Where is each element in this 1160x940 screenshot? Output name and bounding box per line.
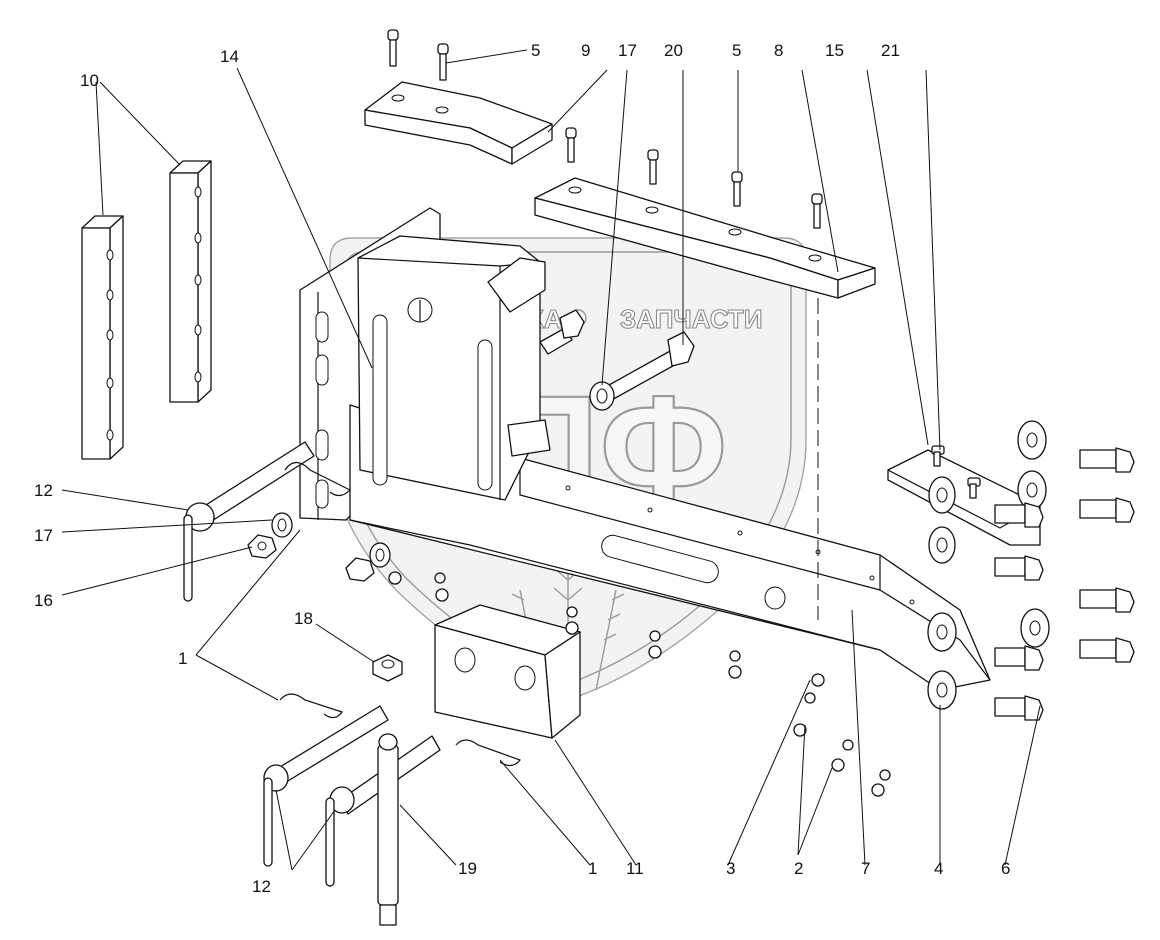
- callout-5: 5: [732, 41, 741, 60]
- callout-16: 16: [34, 591, 53, 610]
- watermark-text-right: ЗАПЧАСТИ: [620, 304, 763, 334]
- callout-14: 14: [220, 47, 239, 66]
- callout-1: 1: [178, 649, 187, 668]
- callout-2: 2: [794, 859, 803, 878]
- callout-4: 4: [934, 859, 943, 878]
- callout-labels: 10 14 5 9 17 20 5 8 15 21 12 17 16 1 18 …: [34, 41, 1010, 896]
- callout-6: 6: [1001, 859, 1010, 878]
- part-10-spacer-plates: [81, 160, 212, 460]
- part-11-block: [434, 604, 581, 739]
- part-4-washers: [927, 420, 1050, 710]
- part-1-spring-clips: [279, 461, 521, 767]
- callout-12: 12: [252, 877, 271, 896]
- callout-17: 17: [618, 41, 637, 60]
- part-16-nut: [247, 512, 391, 582]
- part-9-top-pad: [364, 81, 553, 165]
- leader-lines: [61, 49, 1041, 871]
- callout-8: 8: [774, 41, 783, 60]
- callout-18: 18: [294, 609, 313, 628]
- callout-17: 17: [34, 526, 53, 545]
- part-8-long-pad: [534, 177, 876, 299]
- callout-1: 1: [588, 859, 597, 878]
- callout-11: 11: [626, 859, 644, 878]
- callout-7: 7: [861, 859, 870, 878]
- callout-9: 9: [581, 41, 590, 60]
- callout-10: 10: [80, 71, 99, 90]
- part-20-long-bolt: [539, 309, 695, 411]
- part-15-bracket: [887, 445, 1041, 546]
- part-2-3-small-nuts: [388, 571, 891, 797]
- callout-5: 5: [531, 41, 540, 60]
- part-14-slotted-bracket: [357, 235, 551, 501]
- part-19-t-pin: [377, 733, 399, 926]
- callout-21: 21: [881, 41, 900, 60]
- callout-15: 15: [825, 41, 844, 60]
- callout-20: 20: [664, 41, 683, 60]
- part-6-bolts: [994, 447, 1135, 721]
- part-5-cap-screws: [387, 29, 823, 229]
- part-18-hex-nut: [372, 654, 403, 682]
- callout-19: 19: [458, 859, 477, 878]
- callout-12: 12: [34, 481, 53, 500]
- callout-3: 3: [726, 859, 735, 878]
